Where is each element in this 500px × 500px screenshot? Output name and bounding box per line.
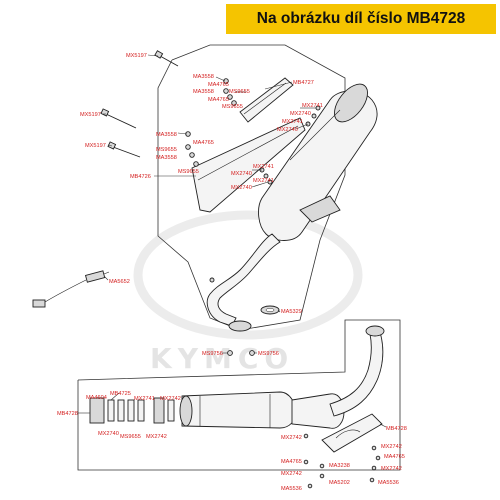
label-mx5197: MX5197 (80, 112, 101, 118)
exhaust-pipe-upper (206, 233, 281, 327)
upper-group-frame (157, 44, 346, 331)
oxygen-sensor-ma5652 (32, 270, 110, 308)
label-mx2740: MX2740 (231, 171, 252, 177)
label-mx2742: MX2742 (281, 435, 302, 441)
label-ma3558: MA3558 (193, 74, 214, 80)
label-mx2742: MX2742 (381, 466, 402, 472)
label-mx2742: MX2742 (281, 471, 302, 477)
label-mb4727: MB4727 (293, 80, 314, 86)
label-mx2741: MX2741 (253, 164, 274, 170)
label-mx2741: MX2741 (302, 103, 323, 109)
label-ma3238: MA3238 (329, 463, 350, 469)
label-mb4728: MB4728 (386, 426, 407, 432)
label-ms9655: MS9655 (120, 434, 141, 440)
label-ma4765: MA4765 (384, 454, 405, 460)
label-ma4604: MA4604 (86, 395, 107, 401)
lower-group-frame (77, 319, 401, 471)
label-mx2741: MX2741 (253, 178, 274, 184)
label-mx2740: MX2740 (290, 111, 311, 117)
label-ma5329: MA5329 (281, 309, 302, 315)
label-mx2741: MX2741 (282, 119, 303, 125)
fasteners-upper (185, 78, 321, 185)
label-mx2742: MX2742 (381, 444, 402, 450)
label-ma5652: MA5652 (109, 279, 130, 285)
label-ms9655: MS9655 (156, 147, 177, 153)
bolt-mx5197-top (154, 50, 179, 67)
label-ms9655: MS9655 (229, 89, 250, 95)
label-mx2740: MX2740 (98, 431, 119, 437)
label-mx2740: MX2740 (231, 185, 252, 191)
label-mx2741: MX2741 (134, 396, 155, 402)
label-ma4765: MA4765 (281, 459, 302, 465)
fasteners-lower (303, 433, 381, 489)
label-ma5536: MA5536 (378, 480, 399, 486)
label-mx5197: MX5197 (126, 53, 147, 59)
label-mx2740: MX2740 (277, 127, 298, 133)
bolt-mx5197-mid (100, 108, 137, 129)
label-ma5202: MA5202 (329, 480, 350, 486)
nut-ms9756-left (227, 350, 233, 356)
kymco-watermark: KYMCO (133, 210, 363, 375)
nut-ms9756-right (249, 350, 255, 356)
label-mx2742: MX2742 (160, 396, 181, 402)
exhaust-flange (228, 320, 252, 332)
label-mx5197: MX5197 (85, 143, 106, 149)
muffler-bracket (299, 195, 341, 223)
label-ma3558: MA3558 (193, 89, 214, 95)
label-mb4725: MB4725 (110, 391, 131, 397)
heat-shield-upper (239, 77, 294, 123)
label-mx2742: MX2742 (146, 434, 167, 440)
label-ms9655: MS9655 (222, 104, 243, 110)
bolt-mx5197-low (107, 141, 141, 158)
label-ms9756: MS9756 (258, 351, 279, 357)
muffler-assembly-lower (89, 391, 345, 429)
label-ma4765: MA4765 (208, 82, 229, 88)
label-ma4765: MA4765 (193, 140, 214, 146)
label-mb4726: MB4726 (130, 174, 151, 180)
leader-lines (78, 54, 387, 428)
exhaust-pipe-lower (329, 331, 384, 417)
label-ms9756: MS9756 (202, 351, 223, 357)
label-ma5536: MA5536 (281, 486, 302, 492)
label-ma3558: MA3558 (156, 132, 177, 138)
heat-shield-mb4728 (321, 413, 383, 453)
part-number-banner: Na obrázku díl číslo MB4728 (226, 4, 496, 34)
watermark-text: KYMCO (150, 342, 294, 375)
label-ma4765: MA4765 (208, 97, 229, 103)
label-ma3558: MA3558 (156, 155, 177, 161)
label-ms9655: MS9655 (178, 169, 199, 175)
heat-shield-lower (191, 117, 306, 213)
exhaust-flange-lower (365, 325, 385, 337)
part-labels: MX5197 MX5197 MX5197 MA3558 MA4765 MA355… (57, 53, 407, 492)
label-mb4728: MB4728 (57, 411, 78, 417)
